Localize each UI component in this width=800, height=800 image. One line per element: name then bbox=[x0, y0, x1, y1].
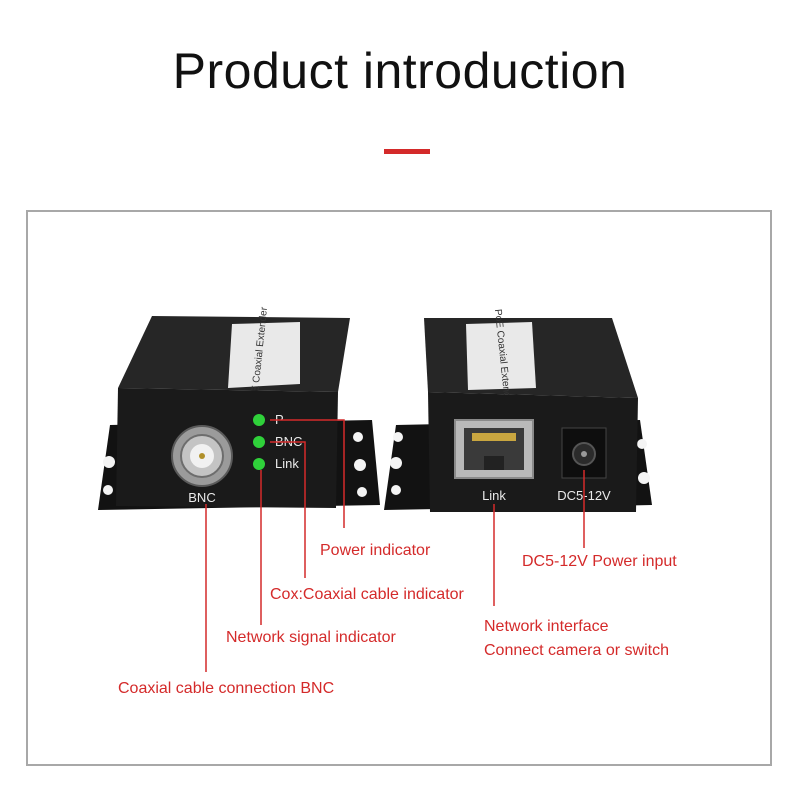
left-bracket-hole-1 bbox=[103, 456, 115, 468]
callout-network-interface: Network interface Connect camera or swit… bbox=[484, 615, 669, 663]
right-bracket-hole-4 bbox=[637, 439, 647, 449]
callout-coaxial-connection: Coaxial cable connection BNC bbox=[118, 680, 335, 697]
led-link bbox=[253, 458, 265, 470]
left-bracket-hole-3 bbox=[353, 432, 363, 442]
left-bracket-hole-5 bbox=[357, 487, 367, 497]
link-port-label: Link bbox=[482, 488, 506, 503]
left-bracket-hole-4 bbox=[354, 459, 366, 471]
rj45-port-contacts bbox=[472, 433, 516, 441]
bnc-connector-pin bbox=[199, 453, 205, 459]
title-accent-bar bbox=[384, 149, 430, 154]
callout-power-indicator: Power indicator bbox=[320, 542, 431, 559]
left-bracket-hole-2 bbox=[103, 485, 113, 495]
leader-coaxial-indicator bbox=[270, 441, 306, 578]
right-bracket-hole-2 bbox=[390, 457, 402, 469]
callout-network-signal-indicator: Network signal indicator bbox=[226, 629, 396, 646]
led-link-label: Link bbox=[275, 456, 299, 471]
left-unit-sticker bbox=[228, 322, 300, 388]
right-unit-sticker bbox=[466, 322, 536, 390]
right-bracket-hole-5 bbox=[638, 472, 650, 484]
right-bracket-hole-3 bbox=[391, 485, 401, 495]
rj45-port-clip bbox=[484, 456, 504, 470]
page-title: Product introduction bbox=[172, 43, 628, 99]
callout-power-input: DC5-12V Power input bbox=[522, 553, 677, 570]
callout-network-interface-line1: Network interface bbox=[484, 618, 609, 635]
dc-jack-pin bbox=[581, 451, 587, 457]
callout-network-interface-line2: Connect camera or switch bbox=[484, 642, 669, 659]
leader-power-indicator bbox=[270, 419, 345, 528]
bnc-port-label: BNC bbox=[188, 490, 215, 505]
led-bnc bbox=[253, 436, 265, 448]
led-power bbox=[253, 414, 265, 426]
callout-coaxial-indicator: Cox:Coaxial cable indicator bbox=[270, 586, 464, 603]
right-bracket-hole-1 bbox=[393, 432, 403, 442]
